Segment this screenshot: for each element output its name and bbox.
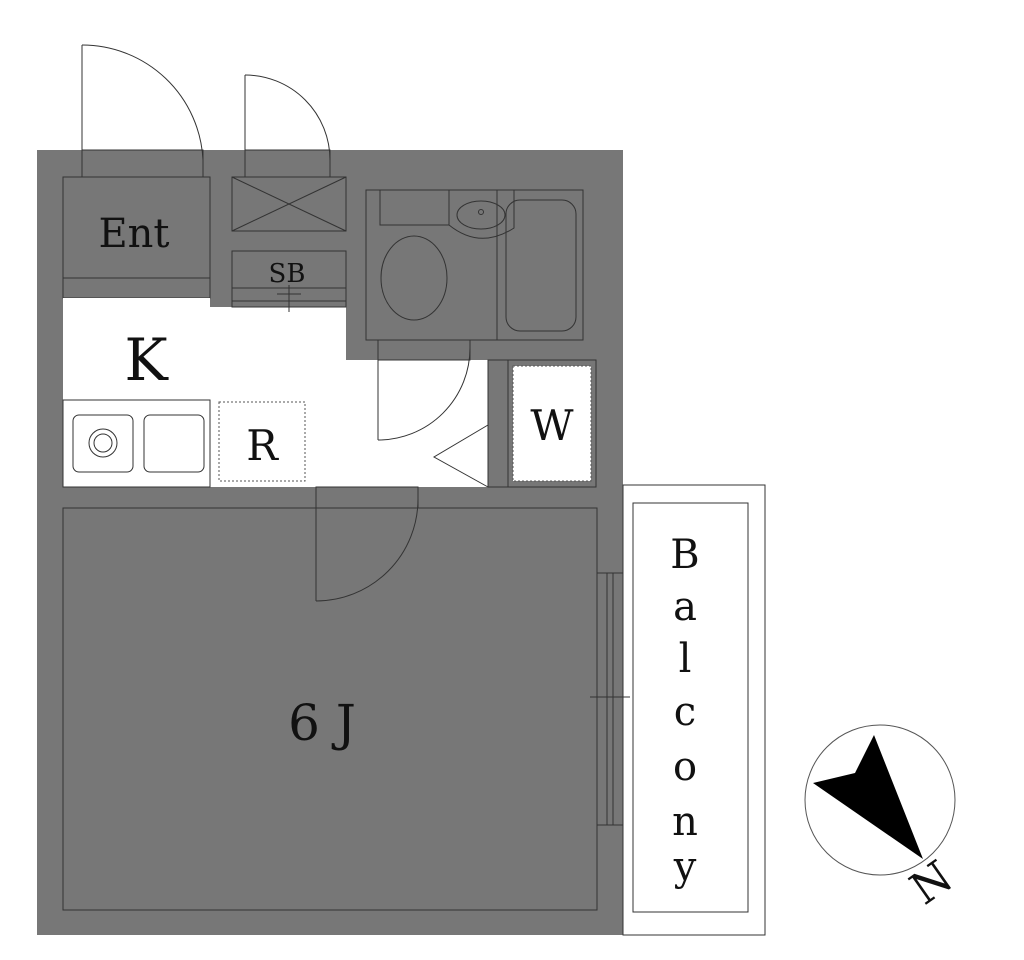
kitchen-label: K [124,326,169,394]
bathroom [365,189,584,341]
kitchen-counter [62,399,211,488]
toilet-icon [380,235,448,321]
bathroom-door [377,339,471,441]
closet [231,176,347,232]
washer-area: W [432,359,597,488]
main-room-door [315,486,419,602]
balcony: B a l c o n y [622,484,766,936]
balcony-letter: o [673,744,697,790]
balcony-letter: B [670,532,699,578]
balcony-letter: y [673,844,697,890]
washer-label: W [530,401,574,450]
stove-icon [72,414,134,473]
shoe-box: SB [231,250,347,312]
balcony-letter: l [679,636,692,682]
sink-basin-icon [143,414,205,473]
entrance-area: Ent [62,176,211,299]
bathtub-icon [505,199,577,332]
outer-wall [37,150,623,935]
shoe-box-label: SB [269,259,306,289]
balcony-letter: n [672,799,698,845]
north-arrow-icon [813,735,923,859]
compass: N [804,724,962,915]
sink-icon [448,189,515,239]
balcony-letter: c [674,689,696,735]
refrigerator-label: R [246,421,279,470]
entrance-label: Ent [98,211,169,257]
balcony-letter: a [673,584,697,630]
main-room-label: 6 J [288,694,356,752]
refrigerator-space: R [218,401,306,482]
